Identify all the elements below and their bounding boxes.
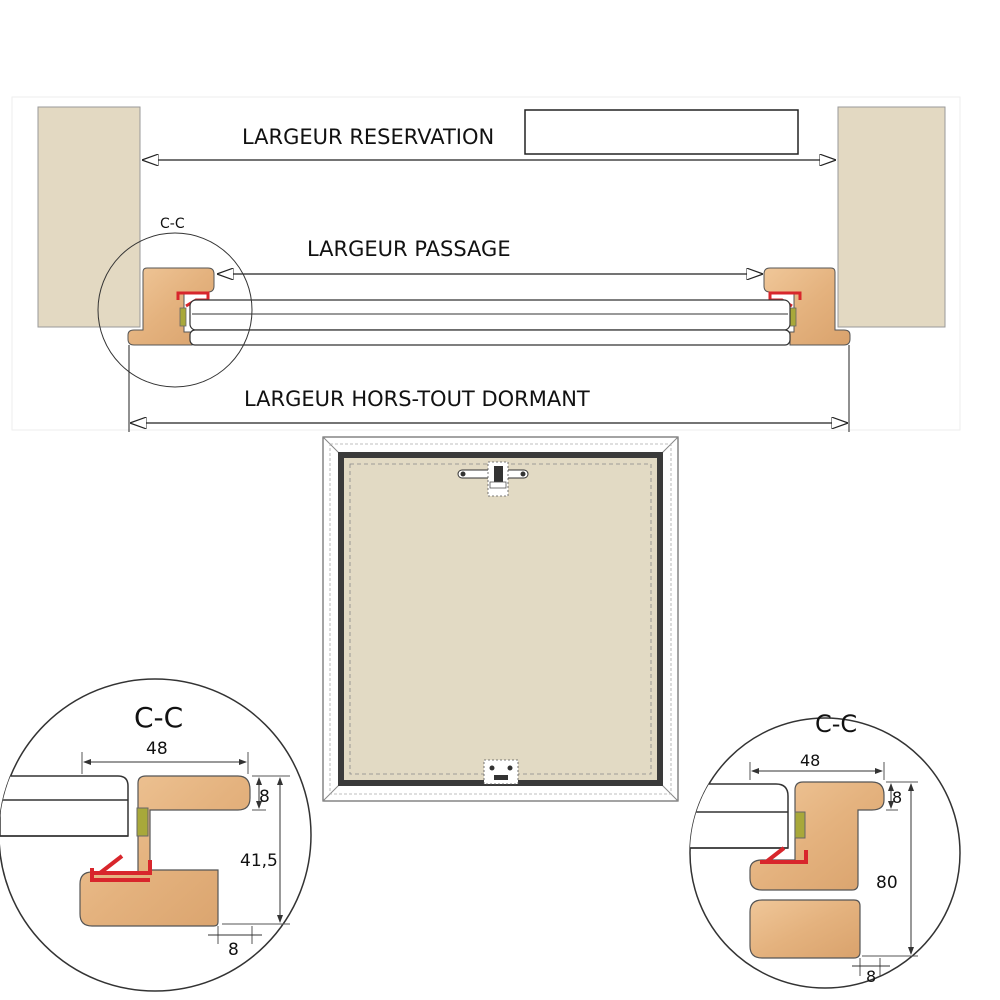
label-hors-tout: LARGEUR HORS-TOUT DORMANT — [244, 387, 590, 411]
bottom-hinge-hardware — [483, 759, 519, 785]
detail-left-wood-profile — [79, 775, 251, 927]
reservation-input-box — [524, 109, 799, 155]
detail-left-dim-height: 41,5 — [240, 851, 278, 871]
detail-left-title: C-C — [134, 701, 183, 734]
front-view — [322, 436, 679, 802]
detail-right-dim-height: 80 — [876, 873, 898, 893]
section-circle — [97, 232, 253, 388]
detail-left-dim-top: 8 — [259, 787, 270, 807]
detail-right-leaf-top — [690, 783, 789, 849]
front-inner-border — [338, 452, 663, 786]
detail-left-leaf-top — [0, 775, 129, 837]
top-view-background — [11, 96, 961, 431]
hinge-right — [789, 307, 797, 327]
detail-right-seal — [760, 846, 808, 864]
detail-left-circle — [0, 678, 312, 992]
label-passage: LARGEUR PASSAGE — [307, 237, 511, 261]
section-marker-label: C-C — [160, 216, 185, 232]
front-mid-frame — [329, 443, 672, 795]
detail-right: C-C 48 8 80 8 — [689, 710, 961, 989]
wall-right — [837, 106, 946, 328]
label-reservation: LARGEUR RESERVATION — [242, 125, 494, 149]
detail-right-dim-width: 48 — [800, 751, 820, 770]
detail-left-dim-bottom: 8 — [228, 940, 239, 960]
detail-left-gasket — [136, 807, 149, 837]
door-leaf-bottom — [189, 329, 791, 346]
detail-left-dim-width: 48 — [146, 739, 168, 759]
detail-right-gasket — [794, 811, 806, 839]
detail-right-title: C-C — [815, 710, 857, 738]
detail-right-dim-top: 8 — [892, 788, 902, 807]
hinge-left — [179, 307, 187, 327]
detail-left: C-C 48 8 41,5 8 — [0, 678, 312, 992]
detail-right-dim-bottom: 8 — [866, 967, 876, 986]
detail-right-wood-lower — [749, 899, 861, 959]
door-leaf-top — [189, 299, 791, 331]
top-lock-hardware — [457, 461, 529, 497]
detail-left-seal — [90, 854, 152, 882]
top-view: LARGEUR RESERVATION LARGEUR PASSAGE C-C … — [11, 96, 961, 432]
wall-left — [37, 106, 141, 328]
